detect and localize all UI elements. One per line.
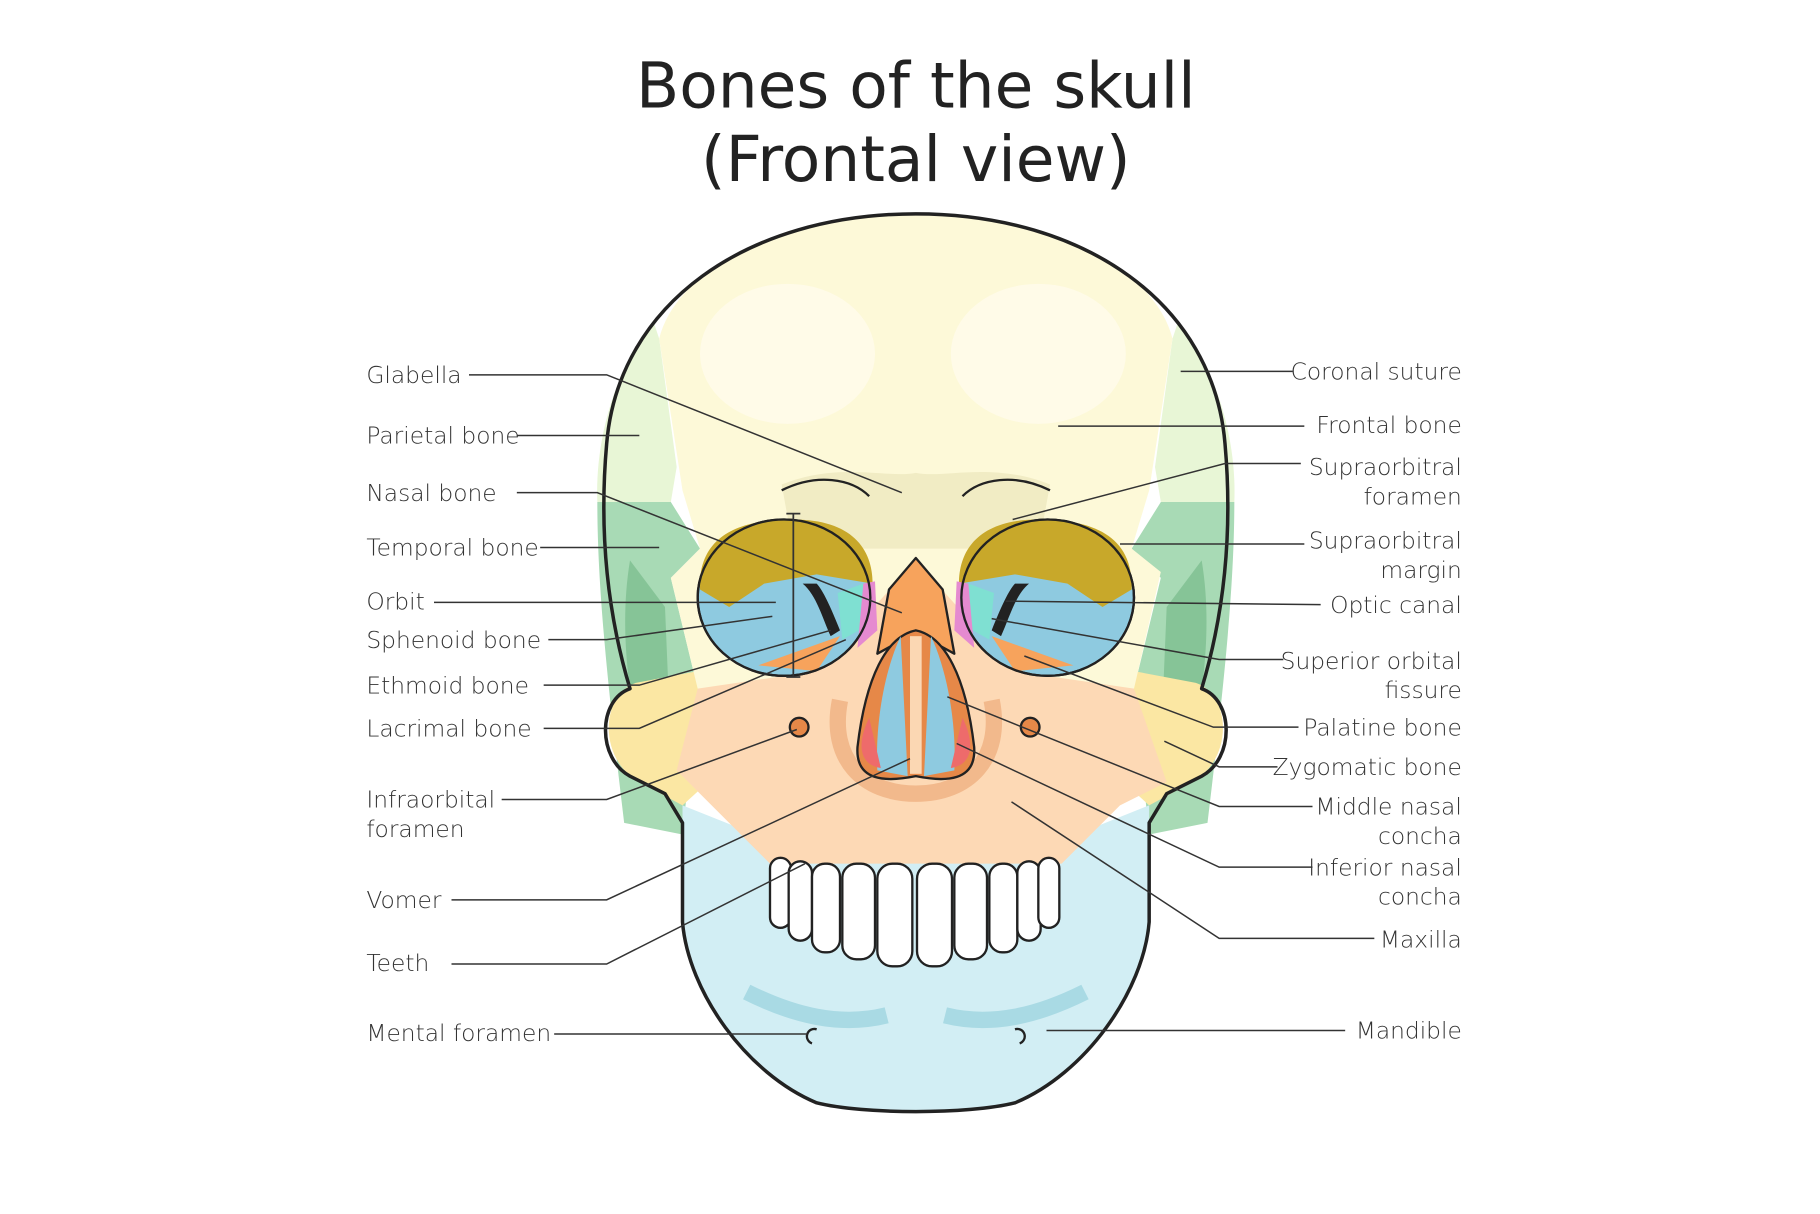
label-middle-nasal-concha-1: Middle nasal — [1315, 793, 1461, 821]
parietal-bone — [597, 321, 677, 502]
vomer — [910, 636, 922, 774]
labels-left: Glabella Parietal bone Nasal bone Tempor… — [366, 361, 551, 1047]
label-lacrimal-bone: Lacrimal bone — [366, 714, 531, 742]
label-sphenoid-bone: Sphenoid bone — [366, 626, 541, 654]
label-ethmoid-bone: Ethmoid bone — [366, 671, 529, 699]
label-zygomatic-bone: Zygomatic bone — [1273, 753, 1462, 781]
skull-outline — [602, 212, 1230, 1114]
label-parietal-bone: Parietal bone — [366, 422, 519, 450]
label-infraorbital-foramen-1: Infraorbital — [366, 786, 495, 814]
label-nasal-bone: Nasal bone — [366, 479, 496, 507]
label-mandible: Mandible — [1356, 1017, 1462, 1045]
label-orbit: Orbit — [366, 587, 424, 615]
label-teeth: Teeth — [366, 949, 429, 977]
glabella — [781, 471, 1050, 549]
leader-lines — [434, 370, 1375, 1035]
label-supraorbital-foramen-1: Supraorbitral — [1309, 453, 1462, 481]
label-middle-nasal-concha-2: concha — [1378, 822, 1462, 850]
label-vomer: Vomer — [366, 886, 441, 914]
label-supraorbital-margin-1: Supraorbitral — [1309, 527, 1462, 555]
label-palatine-bone: Palatine bone — [1303, 713, 1462, 741]
mental-foramen — [805, 1027, 818, 1045]
label-coronal-suture: Coronal suture — [1291, 358, 1462, 386]
title-line-2: (Frontal view) — [701, 123, 1131, 196]
title-line-1: Bones of the skull — [636, 50, 1196, 123]
orbit-roof — [699, 519, 873, 607]
skull-illustration — [597, 212, 1235, 1114]
infraorbital-foramen — [788, 716, 810, 738]
labels-right: Coronal suture Frontal bone Supraorbitra… — [1273, 358, 1462, 1045]
label-mental-foramen: Mental foramen — [366, 1019, 551, 1047]
teeth — [768, 856, 1061, 968]
label-frontal-bone: Frontal bone — [1316, 411, 1461, 439]
label-superior-orbital-fissure-1: Superior orbital — [1281, 647, 1462, 675]
label-supraorbital-foramen-2: foramen — [1364, 482, 1462, 510]
label-supraorbital-margin-2: margin — [1380, 556, 1461, 584]
label-infraorbital-foramen-2: foramen — [366, 815, 464, 843]
label-optic-canal: Optic canal — [1330, 591, 1462, 619]
label-superior-orbital-fissure-2: fissure — [1385, 676, 1462, 704]
label-inferior-nasal-concha-1: Inferior nasal — [1308, 853, 1462, 881]
label-temporal-bone: Temporal bone — [366, 534, 538, 562]
label-inferior-nasal-concha-2: concha — [1378, 882, 1462, 910]
label-glabella: Glabella — [366, 361, 461, 389]
inferior-nasal-concha — [861, 717, 881, 768]
label-maxilla: Maxilla — [1380, 926, 1462, 954]
